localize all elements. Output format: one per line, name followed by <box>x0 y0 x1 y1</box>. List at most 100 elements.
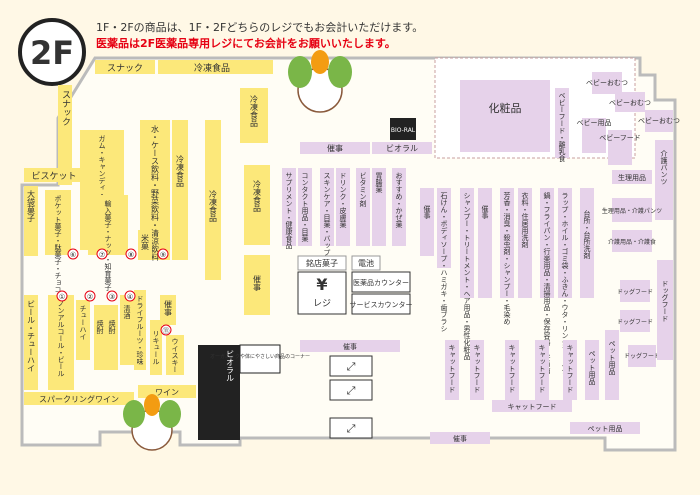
shelf-snack-left <box>58 85 72 185</box>
notice-line2: 医薬品は2F医薬品専用レジにてお会計をお願いいたします。 <box>96 37 396 50</box>
shelf-baby-goods <box>582 118 606 153</box>
label-shochu-b: 焼酎 <box>108 319 116 335</box>
label-organic-note: オーガニックや体にやさしい商品のコーナー <box>210 353 310 360</box>
service-counter[interactable] <box>351 293 411 315</box>
label-skincare: スキンケア・目薬・バップ薬 <box>323 172 331 264</box>
label-saiji-4: 催事 <box>423 204 431 219</box>
shelf-seiri <box>612 170 652 184</box>
shelf-aroma <box>500 188 514 298</box>
shelf-beer <box>24 295 38 390</box>
label-frozen-c: 冷凍食品 <box>253 179 262 213</box>
shelf-saiji-6 <box>300 340 400 352</box>
label-cat-food-2: キャットフード <box>473 344 481 393</box>
label-beer: ビール・チューハイ <box>27 300 36 372</box>
label-wine: ワイン <box>155 388 179 397</box>
shelf-special <box>297 255 347 271</box>
label-aroma: 芳香・消臭・殺虫剤・シャンプー・毛染め <box>503 191 511 325</box>
escalator-icon-3: ⤢ <box>347 422 356 435</box>
shelf-seiri-kaigo <box>612 198 652 222</box>
label-contact: コンタクト用品・目薬 <box>301 172 309 243</box>
shelf-stomach <box>372 168 386 246</box>
shelf-laundry <box>518 188 532 298</box>
label-pet-2: ペット用品 <box>608 340 616 376</box>
mascot-top-icon <box>288 50 352 113</box>
label-saiji-1: 催事 <box>253 274 262 291</box>
medicine-counter[interactable] <box>351 271 411 293</box>
label-snack-top: スナック <box>107 63 143 74</box>
label-kaigo: 介護用品・介護食 <box>608 238 656 246</box>
shelf-rice <box>138 230 152 260</box>
shelf-frozen-c <box>244 165 270 245</box>
shelf-shochu-a <box>94 305 106 370</box>
marker-7: ⑦ <box>99 251 105 259</box>
shelf-biscuit <box>24 168 84 182</box>
shelf-saiji-3 <box>300 142 370 154</box>
label-kaigo-pants: 介護パンツ <box>660 150 668 185</box>
shelf-sparkling <box>24 392 134 405</box>
label-cosmetics: 化粧品 <box>489 101 522 115</box>
shelf-pet-3 <box>570 422 640 434</box>
label-cat-food-5: キャットフード <box>566 344 574 393</box>
label-frozen-right: 冷凍食品 <box>250 94 259 128</box>
label-stomach: 胃腸薬 <box>375 172 383 194</box>
shelf-nonalc <box>48 295 74 390</box>
label-saiji-6: 催事 <box>343 342 357 351</box>
shelf-liqueur <box>150 320 162 375</box>
floor-badge: 2F <box>18 18 86 86</box>
bioral-logo <box>390 118 416 140</box>
shelf-sake <box>120 295 134 365</box>
escalator-1 <box>329 355 373 377</box>
shelf-dog-food-3 <box>628 345 656 367</box>
label-bioral: ビオラル <box>386 144 418 153</box>
marker-3: ③ <box>109 293 115 301</box>
shelf-cat-food-5 <box>563 340 577 400</box>
label-bioral-logo: BIO-RAL <box>391 127 416 134</box>
shelf-baby-omutsu-2 <box>615 92 645 112</box>
label-whisky: ウイスキー <box>171 338 179 373</box>
label-pet-3: ペット用品 <box>588 425 623 433</box>
label-liqueur: リキュール <box>152 330 160 365</box>
escalator-icon-1: ⤢ <box>347 360 356 373</box>
label-frozen-top: 冷凍食品 <box>194 62 230 74</box>
shelf-dog-food-4 <box>657 260 673 360</box>
label-soap: 石けん・ボディソープ・ハミガキ・歯ブラシ <box>440 192 448 332</box>
label-supplement: サプリメント・健康食品 <box>285 172 293 250</box>
organic-note <box>239 344 281 374</box>
label-chuhai: チューハイ <box>79 305 87 340</box>
shelf-kitchen <box>580 188 594 298</box>
label-service-counter: サービスカウンター <box>350 300 413 309</box>
label-baby-omutsu: ベビーおむつ <box>586 78 628 87</box>
shelf-baby-food-2 <box>608 130 632 165</box>
shelf-dog-food <box>620 280 650 302</box>
shelf-soap <box>437 188 451 268</box>
shelf-skincare <box>320 168 334 246</box>
label-sparkling: スパークリングワイン <box>39 394 119 404</box>
label-baby-food: ベビーフード・離乳食 <box>558 92 566 163</box>
shelf-saiji-5 <box>478 188 492 298</box>
label-drink: ドリンク・皮膚薬 <box>339 172 347 229</box>
label-battery: 電池 <box>358 258 374 268</box>
shelf-cat-food-6 <box>492 400 572 412</box>
register[interactable] <box>297 271 347 315</box>
shelf-snack-top <box>95 60 155 74</box>
number-markers: ⑥ ⑦ ⑧ ⑨ ① ② ③ ④ ⑪ <box>56 248 172 336</box>
label-snack-left: スナック <box>60 90 71 126</box>
floor-label: 2F <box>30 34 74 72</box>
marker-2: ② <box>87 293 93 301</box>
shelf-battery <box>351 255 381 271</box>
label-water: 水・ケース飲料・野菜飲料・清涼飲料 <box>151 124 160 262</box>
label-dog-food: ドッグフード <box>617 288 653 296</box>
shelf-daily-snack <box>24 186 38 256</box>
shelf-shampoo <box>460 188 474 298</box>
shelf-import-snack <box>88 195 128 255</box>
escalators: ⤢ ⤢ ⤢ <box>329 355 373 439</box>
shelf-frozen-top <box>158 60 273 74</box>
shelf-baby-omutsu <box>592 72 622 94</box>
marker-6: ⑥ <box>70 251 76 259</box>
shelf-cat-food-3 <box>505 340 519 400</box>
shelf-frozen-b <box>205 120 221 280</box>
label-rice: 米菓 <box>141 233 150 251</box>
label-saiji-5: 催事 <box>481 204 489 219</box>
label-register: レジ <box>313 299 331 309</box>
